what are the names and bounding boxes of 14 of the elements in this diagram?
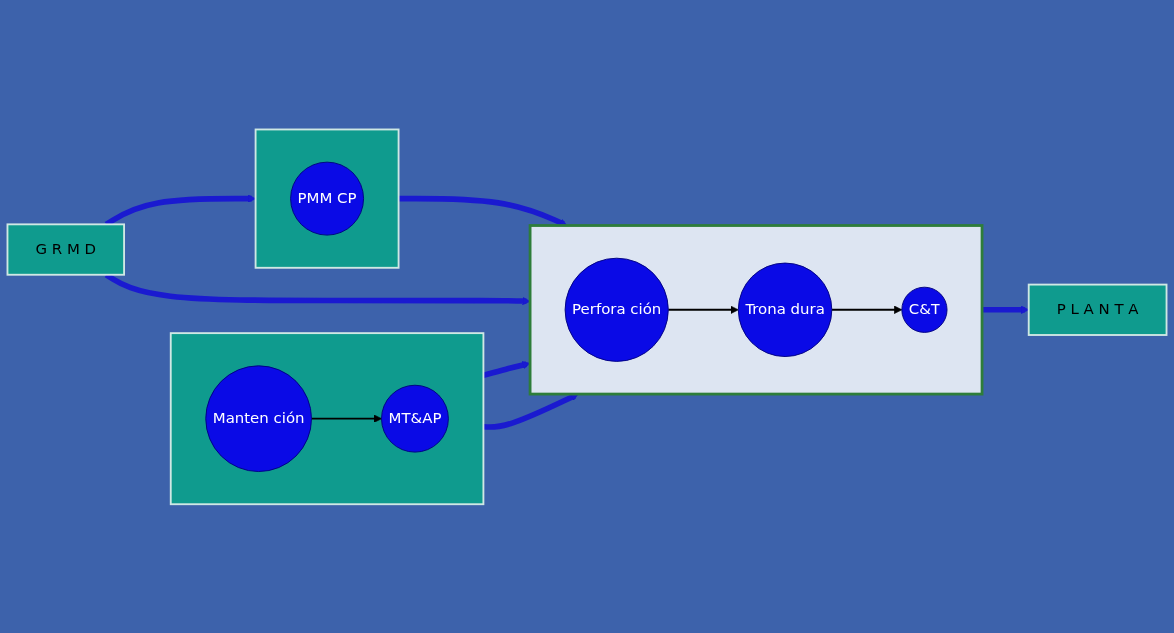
node-circle: PMM CP bbox=[290, 161, 365, 236]
cluster bbox=[528, 223, 984, 396]
node-circle: MT&AP bbox=[381, 384, 449, 453]
arrow bbox=[667, 305, 739, 314]
arrow bbox=[310, 414, 382, 423]
node-circle: Perfora ción bbox=[564, 257, 669, 362]
node-box: G R M D bbox=[6, 223, 125, 276]
node-circle: Manten ción bbox=[205, 365, 312, 472]
cluster bbox=[254, 128, 400, 269]
arrow bbox=[830, 305, 903, 314]
cluster bbox=[169, 331, 485, 505]
node-circle: Trona dura bbox=[737, 262, 833, 357]
node-box: P L A N T A bbox=[1027, 283, 1168, 336]
node-circle: C&T bbox=[901, 286, 948, 333]
